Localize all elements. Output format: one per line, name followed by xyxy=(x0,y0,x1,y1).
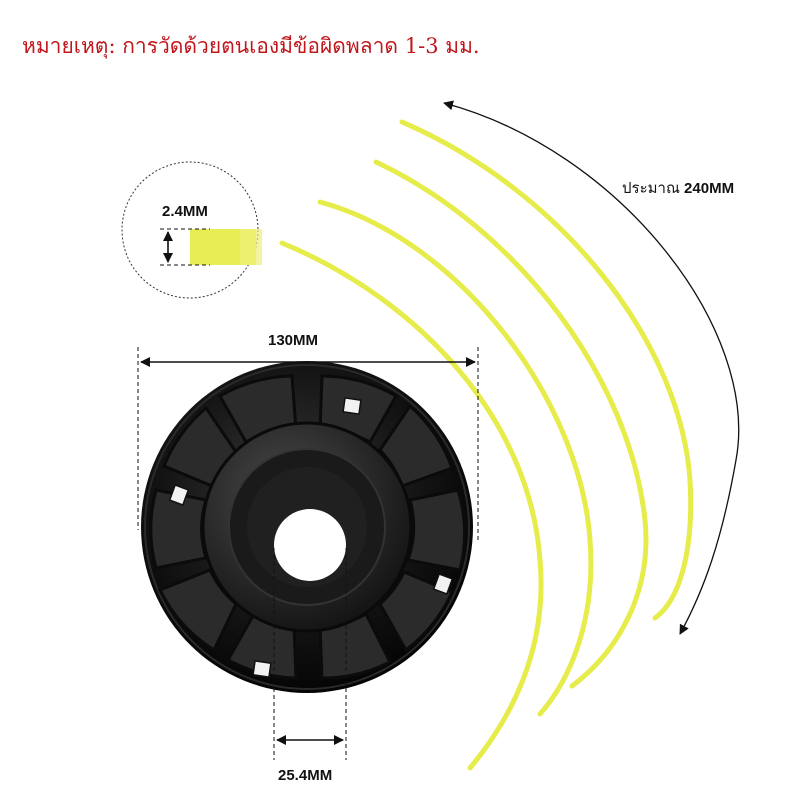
line-length-prefix: ประมาณ xyxy=(622,180,680,197)
head-diameter-label: 130MM xyxy=(268,332,319,349)
trimmer-head xyxy=(141,361,473,693)
line-length-value: 240MM xyxy=(684,180,735,197)
line-thickness-label: 2.4MM xyxy=(162,203,208,220)
measurement-note: หมายเหตุ: การวัดด้วยตนเองมีข้อผิดพลาด 1-… xyxy=(22,34,480,58)
bore-dimension xyxy=(273,548,347,760)
line-length-arrow xyxy=(443,100,740,635)
line-length-label: ประมาณ 240MM xyxy=(622,176,734,200)
line-thickness-inset xyxy=(121,161,262,299)
diameter-dimension xyxy=(137,347,479,540)
bore-diameter-label: 25.4MM xyxy=(278,767,333,784)
